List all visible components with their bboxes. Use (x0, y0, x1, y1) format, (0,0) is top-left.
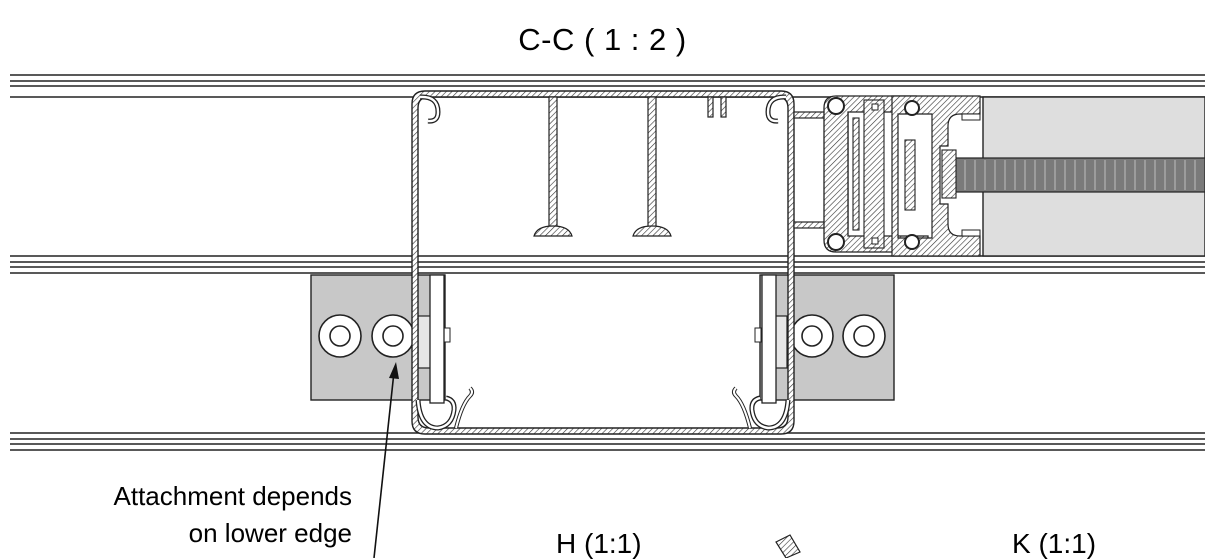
internal-rib (533, 96, 573, 237)
middle-beam-lines (10, 255, 1205, 274)
window-frame-profile (823, 95, 981, 257)
bolt-washer (371, 314, 415, 358)
bottom-left-clip (415, 274, 474, 431)
detail-label-k: K (1:1) (1012, 528, 1097, 559)
bolt-washer (842, 314, 886, 358)
annotation-line-1: Attachment depends (113, 481, 353, 511)
detail-marker (775, 534, 801, 558)
internal-rib (632, 96, 672, 237)
annotation-line-2: on lower edge (188, 518, 352, 548)
detail-label-h: H (1:1) (556, 528, 642, 559)
annotation-leader-line (373, 362, 399, 558)
screw-channel (707, 96, 727, 118)
bolt-washer (790, 314, 834, 358)
section-title: C-C ( 1 : 2 ) (518, 22, 687, 57)
bolt-washer (318, 314, 362, 358)
bottom-beam-lines (10, 432, 1205, 451)
glass-pane (954, 96, 1205, 257)
glass-ribs (964, 160, 1196, 190)
bottom-right-clip (732, 274, 791, 431)
